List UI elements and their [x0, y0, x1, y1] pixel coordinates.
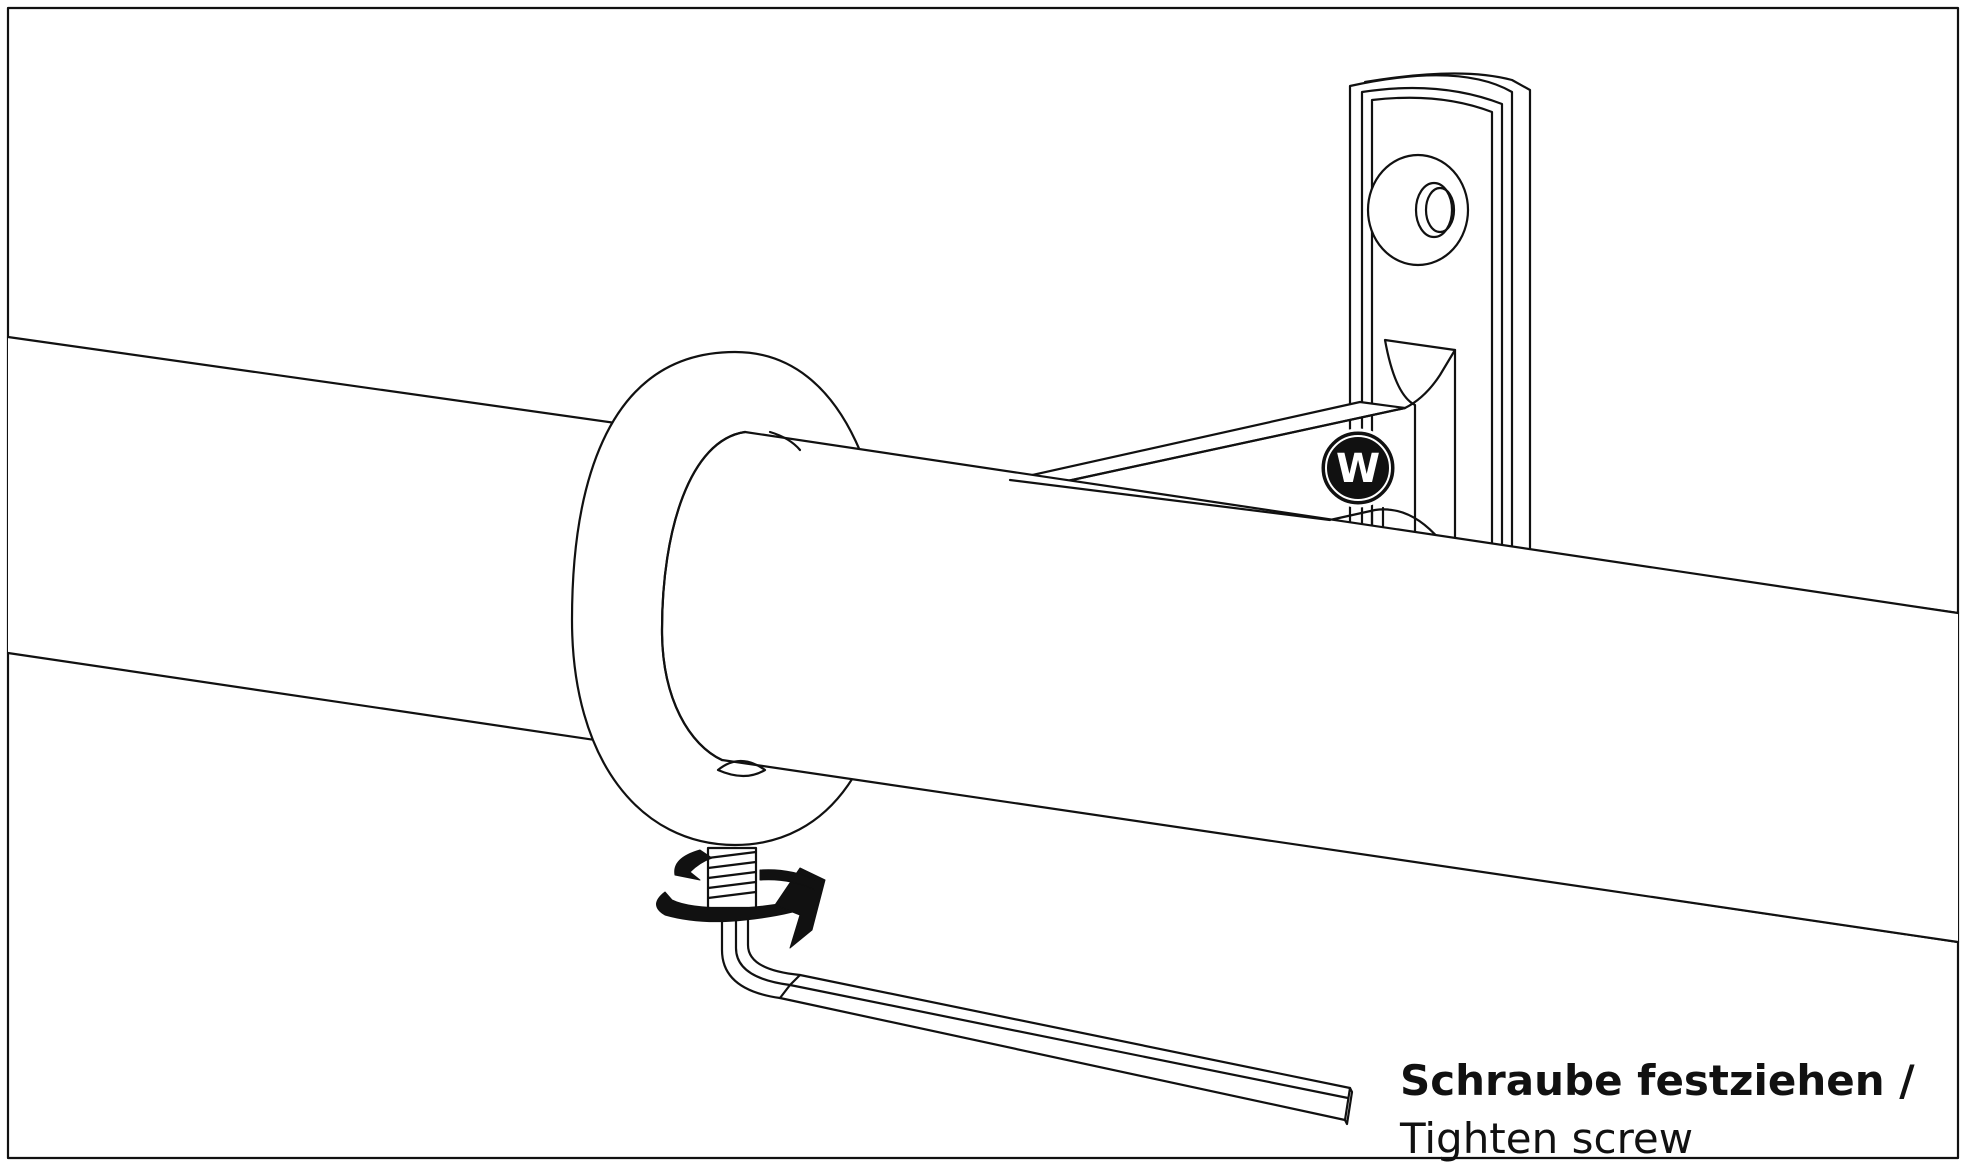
set-screw	[706, 846, 758, 910]
caption-german: Schraube festziehen /	[1400, 1056, 1915, 1105]
end-ring	[570, 350, 1960, 944]
hex-key	[720, 908, 1354, 1126]
caption-english: Tighten screw	[1400, 1114, 1694, 1163]
bracket-hole-inner	[1414, 181, 1454, 239]
wall-bracket	[1008, 72, 1532, 557]
badge-letter: W	[1336, 446, 1380, 492]
bracket-cap	[1008, 478, 1332, 522]
instruction-caption: Schraube festziehen / Tighten screw	[1400, 1052, 1915, 1168]
set-screw-tip	[716, 759, 767, 778]
bracket-hole-outer	[1366, 153, 1470, 267]
rotation-arrow	[656, 849, 826, 949]
w-badge: W	[1318, 428, 1398, 508]
